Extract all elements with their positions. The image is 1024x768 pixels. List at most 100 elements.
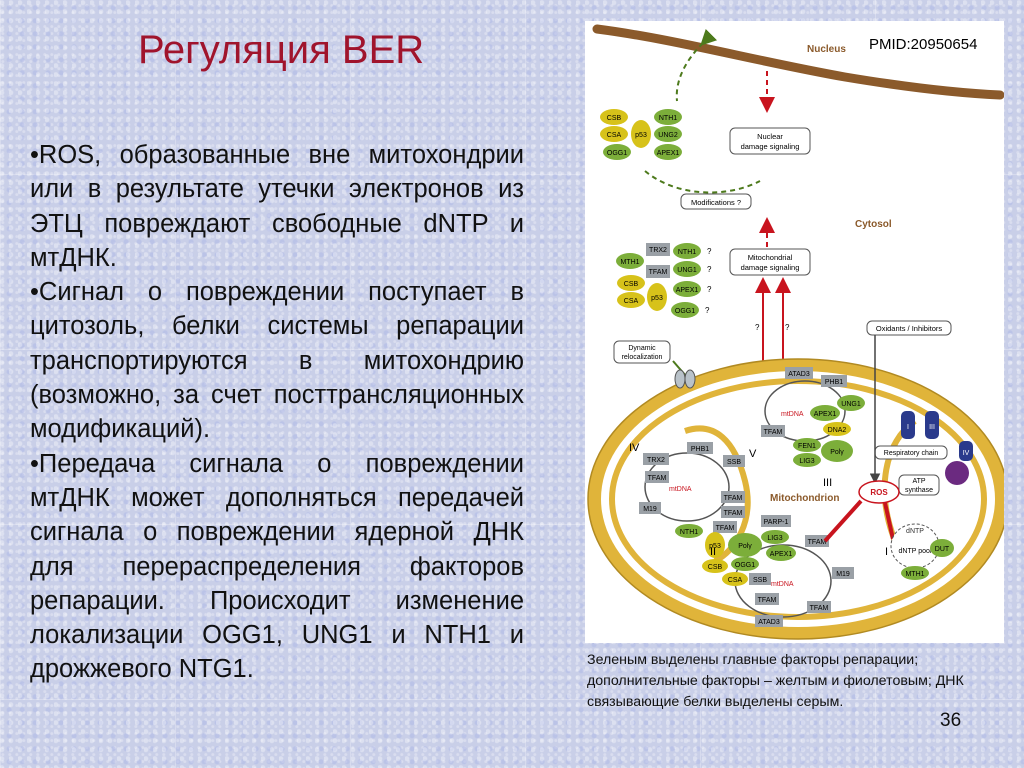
svg-text:TFAM: TFAM: [724, 510, 743, 517]
svg-text:?: ?: [707, 285, 712, 294]
svg-text:TFAM: TFAM: [764, 429, 783, 436]
svg-text:ATAD3: ATAD3: [788, 371, 810, 378]
svg-text:NTH1: NTH1: [678, 249, 696, 256]
svg-text:Polγ: Polγ: [738, 543, 752, 550]
svg-text:mtDNA: mtDNA: [771, 581, 794, 588]
slide-title: Регуляция BER: [138, 28, 425, 72]
svg-text:SSB: SSB: [753, 577, 767, 584]
svg-text:ROS: ROS: [870, 488, 888, 497]
svg-text:TFAM: TFAM: [808, 539, 827, 546]
svg-text:DNA2: DNA2: [828, 427, 847, 434]
svg-text:SSB: SSB: [727, 459, 741, 466]
porin-channel: [674, 369, 696, 389]
svg-text:Polγ: Polγ: [830, 449, 844, 456]
svg-text:MTH1: MTH1: [620, 259, 639, 266]
svg-text:I: I: [907, 424, 909, 431]
ros-node: ROS: [858, 480, 900, 504]
svg-text:mtDNA: mtDNA: [669, 486, 692, 493]
oxidants-box: Oxidants / Inhibitors: [866, 320, 952, 336]
nuclear-protein-cluster: CSB CSA OGG1 p53 NTH1 UNG2 APEX1: [600, 109, 682, 160]
svg-text:Dynamic: Dynamic: [628, 345, 656, 352]
ros-damage-bolt-2: [883, 502, 895, 540]
svg-text:M19: M19: [836, 571, 850, 578]
svg-text:?: ?: [705, 306, 710, 315]
svg-text:Respiratory chain: Respiratory chain: [884, 450, 939, 457]
respiratory-chain: I III IV Respiratory chain ATP synthase: [874, 411, 973, 496]
svg-text:damage signaling: damage signaling: [741, 142, 800, 151]
svg-text:mtDNA: mtDNA: [781, 411, 804, 418]
svg-text:OGG1: OGG1: [735, 562, 755, 569]
cytosolic-protein-cluster: MTH1 CSB CSA TRX2 TFAM p53 NTH1 UNG1 APE…: [616, 243, 712, 318]
svg-text:IV: IV: [963, 450, 970, 457]
svg-text:I: I: [885, 546, 888, 558]
diagram-svg: Nucleus Cytosol CSB CSA OGG1 p53 NTH1 UN…: [587, 24, 1009, 640]
svg-text:TFAM: TFAM: [810, 605, 829, 612]
slide-body: •ROS, образованные вне митохондрии или в…: [30, 138, 524, 687]
dntp-pool: dNTP dNTP pool DUT MTH1 I: [885, 523, 954, 580]
svg-text:ATAD3: ATAD3: [758, 619, 780, 626]
svg-text:Oxidants / Inhibitors: Oxidants / Inhibitors: [876, 324, 943, 333]
svg-text:DUT: DUT: [935, 546, 950, 553]
svg-text:damage signaling: damage signaling: [741, 263, 800, 272]
svg-text:dNTP pool: dNTP pool: [899, 548, 932, 555]
svg-text:ATP: ATP: [912, 478, 925, 485]
bullet-2: •Сигнал о повреждении поступает в цитозо…: [30, 278, 524, 444]
mitochondrion-label: Mitochondrion: [770, 493, 839, 504]
svg-text:V: V: [749, 448, 757, 460]
nuclear-membrane: [592, 24, 1005, 100]
svg-text:CSB: CSB: [607, 115, 622, 122]
svg-text:TFAM: TFAM: [649, 269, 668, 276]
dynamic-relocalization-box: Dynamic relocalization: [613, 340, 671, 364]
svg-text:PARP-1: PARP-1: [764, 519, 789, 526]
svg-text:?: ?: [785, 323, 790, 332]
svg-text:?: ?: [707, 265, 712, 274]
figure-caption: Зеленым выделены главные факторы репарац…: [587, 652, 964, 710]
svg-text:NTH1: NTH1: [659, 115, 677, 122]
svg-text:LIG3: LIG3: [767, 535, 782, 542]
svg-text:FEN1: FEN1: [798, 443, 816, 450]
nucleoid-iv: mtDNA PHB1 SSB TRX2 TFAM TFAM TFAM M19 T…: [629, 442, 757, 538]
svg-text:PHB1: PHB1: [691, 446, 709, 453]
svg-text:CSA: CSA: [728, 577, 743, 584]
svg-text:CSB: CSB: [624, 281, 639, 288]
svg-text:MTH1: MTH1: [905, 571, 924, 578]
svg-text:Modifications ?: Modifications ?: [691, 198, 741, 207]
svg-text:dNTP: dNTP: [906, 528, 924, 535]
svg-text:TFAM: TFAM: [716, 525, 735, 532]
svg-text:PHB1: PHB1: [825, 379, 843, 386]
svg-text:M19: M19: [643, 506, 657, 513]
svg-text:UNG2: UNG2: [658, 132, 678, 139]
svg-text:synthase: synthase: [905, 487, 933, 494]
bullet-3: •Передача сигнала о повреждении мтДНК мо…: [30, 449, 524, 684]
svg-text:APEX1: APEX1: [676, 287, 699, 294]
svg-text:TRX2: TRX2: [647, 457, 665, 464]
ros-damage-bolt-1: [823, 499, 863, 543]
nucleus-label: Nucleus: [807, 44, 846, 55]
svg-text:Mitochondrial: Mitochondrial: [748, 253, 793, 262]
svg-text:TRX2: TRX2: [649, 247, 667, 254]
pmid-label: PMID:20950654: [869, 36, 978, 53]
svg-text:APEX1: APEX1: [770, 551, 793, 558]
svg-text:TFAM: TFAM: [724, 495, 743, 502]
mito-damage-box: Mitochondrial damage signaling: [729, 248, 811, 276]
svg-text:p53: p53: [651, 295, 663, 302]
svg-text:II: II: [710, 546, 716, 558]
modification-arrow: [644, 170, 761, 194]
svg-text:III: III: [823, 477, 832, 489]
svg-text:NTH1: NTH1: [680, 529, 698, 536]
svg-text:TFAM: TFAM: [758, 597, 777, 604]
svg-text:APEX1: APEX1: [657, 150, 680, 157]
svg-text:UNG1: UNG1: [677, 267, 697, 274]
svg-text:?: ?: [707, 247, 712, 256]
nuclear-damage-box: Nuclear damage signaling: [729, 127, 811, 155]
cytosol-label: Cytosol: [855, 219, 892, 230]
bullet-1: •ROS, образованные вне митохондрии или в…: [30, 141, 524, 272]
svg-text:CSA: CSA: [607, 132, 622, 139]
svg-text:III: III: [929, 424, 935, 431]
ber-diagram: Nucleus Cytosol CSB CSA OGG1 p53 NTH1 UN…: [585, 21, 1009, 643]
svg-text:OGG1: OGG1: [607, 150, 627, 157]
svg-text:IV: IV: [629, 442, 640, 454]
svg-text:p53: p53: [709, 543, 721, 550]
svg-text:CSA: CSA: [624, 298, 639, 305]
svg-text:Nuclear: Nuclear: [757, 132, 783, 141]
